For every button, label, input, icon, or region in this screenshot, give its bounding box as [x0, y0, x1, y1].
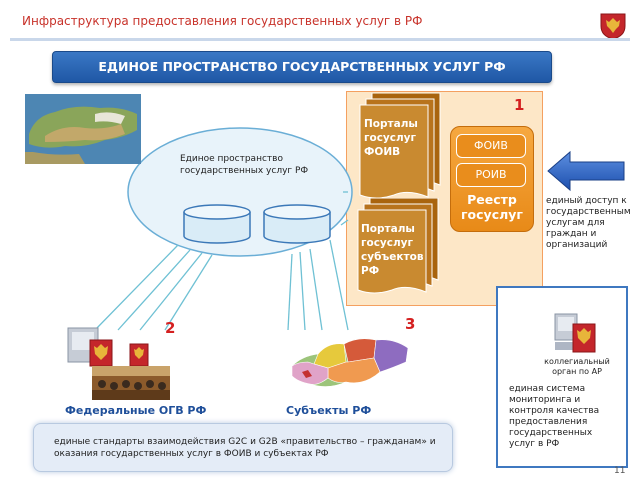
roiv-button: РОИВ [456, 163, 526, 187]
unified-space-label: Единое пространство государственных услу… [180, 154, 309, 176]
marker-number-3: 3 [405, 315, 416, 333]
section-banner: ЕДИНОЕ ПРОСТРАНСТВО ГОСУДАРСТВЕННЫХ УСЛУ… [52, 51, 552, 83]
federal-government-image [66, 326, 170, 400]
portals-subjects-label: Порталы госуслуг субъектов РФ [361, 223, 424, 277]
page-title: Инфраструктура предоставления государств… [22, 14, 423, 28]
portals-foiv-label: Порталы госуслуг ФОИВ [364, 118, 418, 158]
monitoring-panel [496, 286, 628, 468]
marker-number-1: 1 [514, 96, 525, 114]
unified-access-text: единый доступ к государственным услугам … [546, 196, 631, 250]
standards-box [33, 423, 453, 472]
collegial-organ-image [553, 312, 599, 354]
left-arrow-icon [547, 150, 625, 192]
collegial-organ-label: коллегиальный орган по АР [544, 357, 610, 376]
russia-map-image [25, 94, 141, 164]
regions-map-image [288, 328, 412, 398]
marker-number-2: 2 [165, 319, 176, 337]
portals-subjects-stack [357, 198, 439, 294]
portals-foiv-stack [359, 93, 441, 199]
foiv-button: ФОИВ [456, 134, 526, 158]
federal-label: Федеральные ОГВ РФ [65, 404, 207, 417]
database-cylinder-left [183, 204, 251, 244]
standards-text: единые стандарты взаимодействия G2C и G2… [54, 437, 436, 459]
connector-lines [94, 191, 349, 331]
regions-label: Субъекты РФ [286, 404, 372, 417]
database-cylinder-right [263, 204, 331, 244]
page-number: 11 [614, 466, 626, 476]
coat-of-arms-icon [598, 10, 628, 40]
monitoring-system-text: единая система мониторинга и контроля ка… [509, 384, 600, 449]
header-divider [10, 38, 630, 41]
registry-title: Реестр госуслуг [461, 192, 523, 222]
